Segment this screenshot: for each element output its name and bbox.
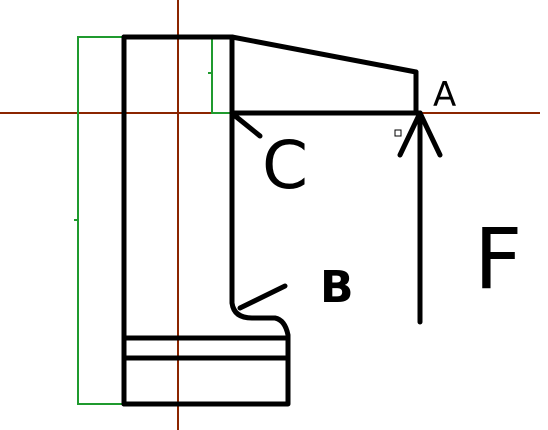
dimension-lines: [74, 36, 232, 405]
part-outline: [121, 34, 423, 407]
leader-c: [231, 112, 263, 139]
point-marker-icon: [394, 129, 402, 137]
force-arrow: [397, 110, 443, 325]
overall-height-dimension: [77, 36, 124, 405]
label-b: B: [320, 262, 354, 313]
label-f: F: [474, 210, 522, 308]
label-c: C: [262, 127, 308, 204]
label-a: A: [433, 75, 456, 115]
web-profile: [121, 34, 291, 407]
leader-b: [237, 283, 288, 311]
top-offset-dimension: [211, 36, 232, 114]
force-arrow-head-icon: [397, 110, 443, 158]
arm-top-edge: [229, 34, 419, 75]
